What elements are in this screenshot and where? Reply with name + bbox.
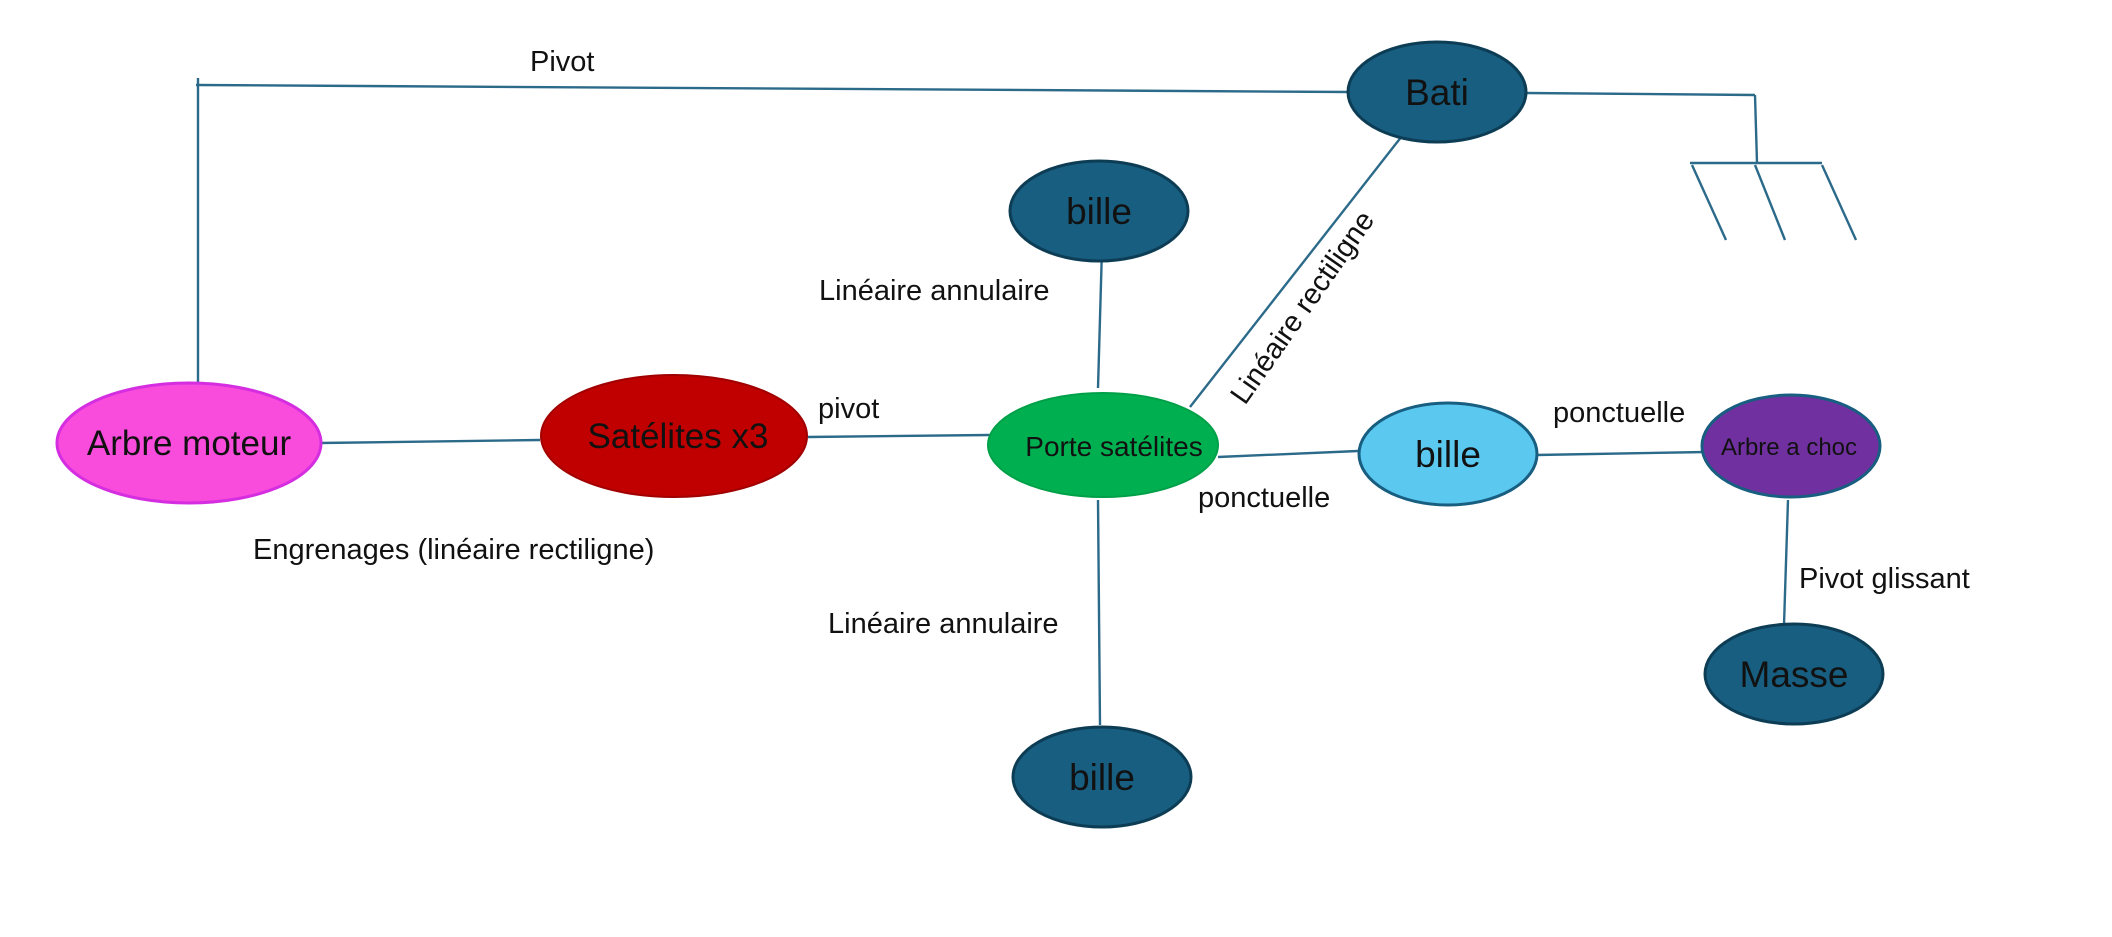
node-label: bille [1415, 434, 1481, 475]
node-shape [1011, 725, 1193, 829]
edge-satelites-porte [807, 433, 991, 439]
node-shape [540, 374, 808, 498]
edge-arbre-choc-masse [1782, 499, 1790, 626]
node-label: bille [1066, 191, 1132, 232]
node-satelites: Satélites x3 [540, 374, 808, 498]
link-label-ponctuelle-right: ponctuelle [1553, 397, 1685, 429]
node-shape [1703, 622, 1885, 726]
node-label: Arbre moteur [87, 424, 292, 463]
node-label: Masse [1740, 654, 1849, 695]
node-porte-satelites: Porte satélites [987, 392, 1219, 498]
node-shape [1700, 393, 1882, 499]
edge-bille-top-porte [1096, 247, 1104, 389]
edge-bati-ground [1524, 91, 1756, 97]
node-shape [1357, 401, 1539, 507]
node-label: Bati [1405, 72, 1469, 113]
node-label: Satélites x3 [588, 417, 769, 456]
node-shape [55, 381, 323, 505]
node-arbre-choc: Arbre a choc [1700, 393, 1882, 499]
link-label-lineaire-annulaire-bottom: Linéaire annulaire [828, 608, 1059, 640]
link-label-ponctuelle-left: ponctuelle [1198, 482, 1330, 514]
edge-bati-porte [1189, 135, 1403, 408]
ground-symbol [1690, 94, 1858, 241]
node-label: Porte satélites [1025, 431, 1202, 462]
ground-hatch-3 [1820, 164, 1858, 241]
edge-bille-right-arbre-choc [1535, 450, 1707, 457]
edge-arbre-moteur-satelites [319, 438, 541, 445]
edge-porte-bille-right [1217, 449, 1359, 459]
node-label: bille [1069, 757, 1135, 798]
node-masse: Masse [1703, 622, 1885, 726]
node-label: Arbre a choc [1721, 434, 1857, 461]
link-label-pivot-glissant: Pivot glissant [1799, 563, 1970, 595]
node-bille-top: bille [1008, 159, 1190, 263]
node-shape [1346, 40, 1528, 144]
node-shape [987, 392, 1219, 498]
node-arbre-moteur: Arbre moteur [55, 381, 323, 505]
connection-lines [195, 78, 1790, 726]
ground-hatch-1 [1690, 164, 1728, 241]
edge-bati-arbre-moteur [195, 83, 1351, 94]
node-bille-bottom: bille [1011, 725, 1193, 829]
node-bille-right: bille [1357, 401, 1539, 507]
link-label-pivot-top: Pivot [530, 46, 594, 78]
link-label-pivot-sat: pivot [818, 393, 879, 425]
link-label-lineaire-rectiligne: Linéaire rectiligne [1225, 205, 1382, 410]
ground-hatch-2 [1753, 164, 1787, 241]
link-label-lineaire-annulaire-top: Linéaire annulaire [819, 275, 1050, 307]
edge-porte-bille-bottom [1096, 499, 1102, 726]
node-bati: Bati [1346, 40, 1528, 144]
node-shape [1008, 159, 1190, 263]
ground-stem [1753, 94, 1759, 164]
link-label-engrenages: Engrenages (linéaire rectiligne) [253, 534, 654, 566]
